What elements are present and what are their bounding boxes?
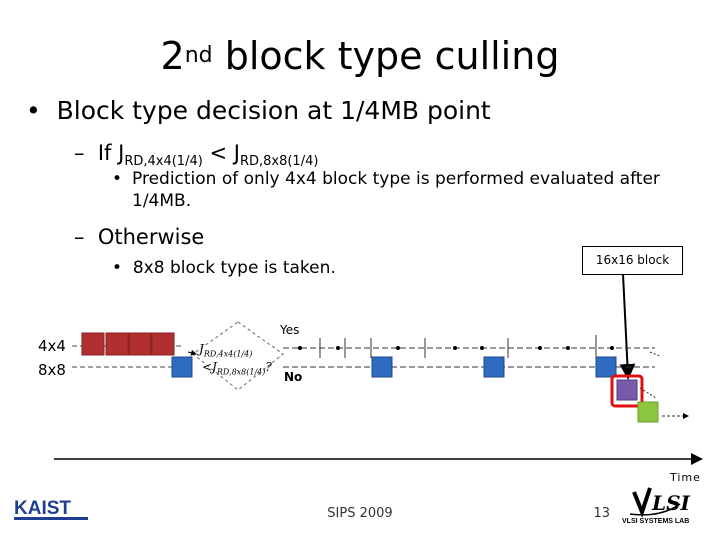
decision-text-line2: <JRD,8x8(1/4)?: [202, 360, 272, 377]
footer-conference: SIPS 2009: [327, 506, 393, 521]
purple-block: [616, 379, 638, 401]
sub-bullet-8x8: • 8x8 block type is taken.: [112, 256, 336, 280]
condition-line: – If JRD,4x4(1/4) < JRD,8x8(1/4): [74, 141, 319, 169]
highlight-box: [610, 374, 644, 408]
time-label: Time: [670, 471, 701, 484]
svg-text:LSI: LSI: [651, 491, 691, 515]
bullet-marker: •: [26, 96, 41, 125]
callout-16x16-block: 16x16 block: [582, 246, 683, 275]
decision-diamond: [192, 321, 284, 391]
bullet-text: Block type decision at 1/4MB point: [56, 96, 491, 125]
sub-bullet-text: 8x8 block type is taken.: [132, 258, 336, 278]
row-label-4x4: 4x4: [38, 337, 66, 355]
no-label: No: [284, 370, 303, 384]
green-block: [637, 401, 659, 423]
svg-text:VLSI SYSTEMS LAB: VLSI SYSTEMS LAB: [622, 518, 689, 525]
decision-text-line1: JRD,4x4(1/4): [199, 342, 253, 359]
sub-bullet-marker: •: [112, 258, 123, 278]
red-block-3: [128, 332, 152, 356]
red-block-2: [105, 332, 129, 356]
bullet-block-decision: • Block type decision at 1/4MB point: [26, 94, 491, 128]
slide-title: 2nd block type culling: [160, 34, 560, 78]
red-block-1: [81, 332, 105, 356]
decision-input-arrow: [187, 349, 197, 356]
title-superscript: nd: [184, 43, 213, 68]
svg-text:KAIST: KAIST: [14, 498, 71, 519]
yes-label: Yes: [280, 323, 300, 337]
page-number: 13: [593, 506, 610, 521]
sub-bullet-text: Prediction of only 4x4 block type is per…: [132, 169, 660, 211]
red-block-4: [151, 332, 175, 356]
callout-pointer-line: [619, 273, 636, 380]
otherwise-line: – Otherwise: [74, 225, 205, 249]
blue-block-start: [171, 356, 193, 378]
sub-bullet-marker: •: [112, 169, 123, 189]
row-label-8x8: 8x8: [38, 361, 66, 379]
blue-block-4: [595, 356, 617, 378]
dash-marker: –: [74, 141, 85, 165]
kaist-logo-icon: KAIST: [14, 498, 88, 520]
vlsi-lab-logo-icon: LSI VLSI SYSTEMS LAB: [622, 487, 691, 525]
blue-block-3: [483, 356, 505, 378]
blue-block-2: [371, 356, 393, 378]
dash-marker: –: [74, 225, 85, 249]
